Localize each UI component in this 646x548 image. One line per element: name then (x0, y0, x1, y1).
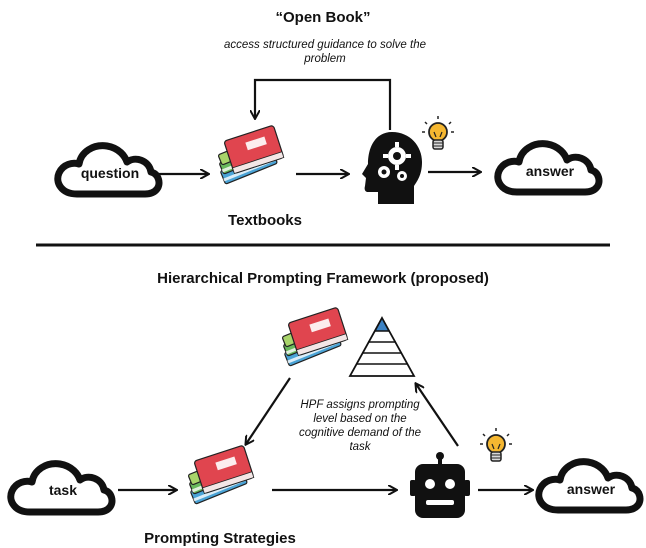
arrow-icon (416, 384, 459, 447)
books-icon (277, 306, 349, 367)
arrow-icon (246, 377, 291, 444)
pyramid-icon (348, 316, 416, 377)
books-icon (183, 444, 255, 505)
lightbulb-icon (421, 115, 455, 150)
hpf-text: HPF assigns prompting level based on the… (298, 399, 422, 453)
books-icon (213, 124, 285, 185)
answer-label-bottom: answer (566, 481, 616, 497)
bottom-title: Hierarchical Prompting Framework (propos… (157, 270, 489, 287)
answer-label-top: answer (525, 163, 575, 179)
robot-icon (410, 452, 470, 518)
head-gears-icon (362, 132, 422, 204)
lightbulb-icon (479, 427, 513, 462)
guidance-text: access structured guidance to solve the … (223, 39, 426, 65)
task-label: task (48, 482, 78, 498)
strategies-label: Prompting Strategies (144, 530, 296, 547)
question-label: question (80, 165, 140, 181)
textbooks-label: Textbooks (228, 212, 302, 229)
feedback-loop-arrow (255, 78, 392, 130)
top-title: “Open Book” (275, 9, 371, 26)
